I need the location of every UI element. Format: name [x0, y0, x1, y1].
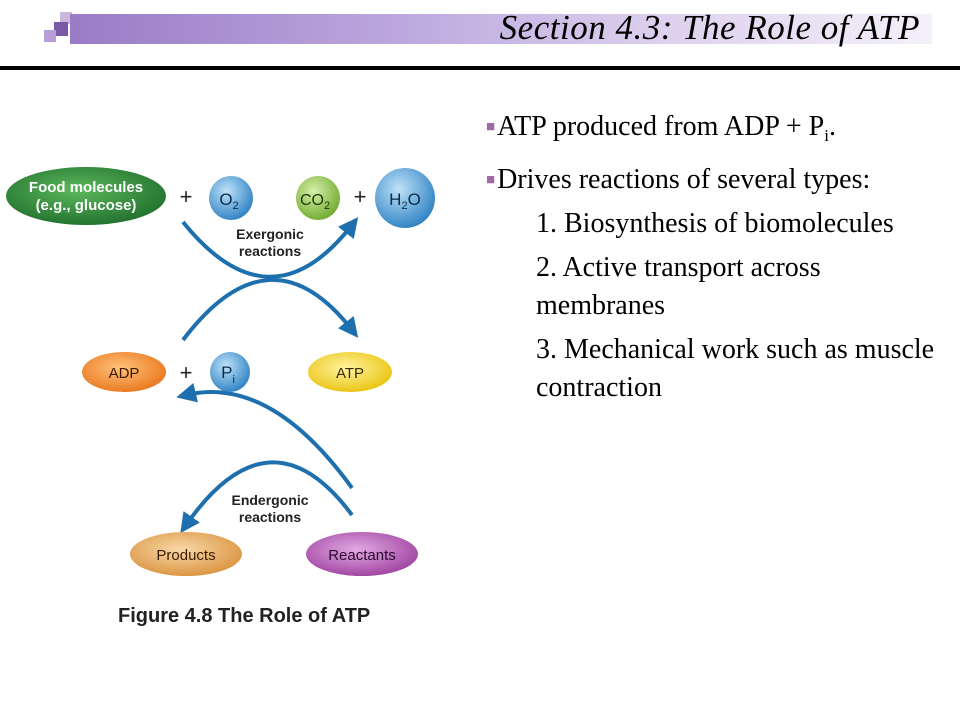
exergonic-arrow-down — [181, 278, 359, 342]
bullet-2-text: Drives reactions of several types: — [497, 164, 871, 195]
products-label: Products — [156, 547, 215, 564]
bullet-1-text: ATP produced from ADP + P — [497, 111, 825, 142]
svg-text:H2O: H2O — [389, 190, 421, 212]
reaction-types-list: 1. Biosynthesis of biomolecules 2. Activ… — [536, 205, 936, 407]
plus-sign-3: + — [180, 360, 193, 385]
atp-oval — [308, 352, 392, 392]
oxygen-circle — [209, 176, 253, 220]
bullet-1-subscript: i — [824, 126, 829, 145]
water-circle — [375, 168, 435, 228]
food-label-line2: (e.g., glucose) — [36, 197, 137, 214]
endergonic-label-line2: reactions — [239, 509, 301, 525]
exergonic-label-line2: reactions — [239, 243, 301, 259]
reaction-type-1: 1. Biosynthesis of biomolecules — [536, 208, 894, 239]
title-band — [70, 14, 932, 44]
bullet-square-icon: ■ — [486, 119, 496, 135]
oxygen-subscript: 2 — [233, 200, 239, 212]
co2-subscript: 2 — [324, 200, 330, 212]
bullet-item-2: ■Drives reactions of several types: — [486, 161, 936, 199]
water-h-label: H — [389, 190, 401, 209]
reactants-label: Reactants — [328, 547, 396, 564]
phosphate-label: P — [221, 363, 232, 382]
reaction-type-3: 3. Mechanical work such as muscle contra… — [536, 334, 935, 403]
reaction-type-2: 2. Active transport across membranes — [536, 252, 821, 321]
phosphate-subscript: i — [232, 374, 234, 386]
title-underline — [0, 66, 960, 70]
svg-text:Pi: Pi — [221, 363, 235, 386]
oxygen-label: O — [219, 190, 232, 209]
adp-label: ADP — [109, 365, 140, 382]
adp-oval — [82, 352, 166, 392]
svg-text:O2: O2 — [219, 190, 238, 212]
slide-title: Section 4.3: The Role of ATP — [499, 8, 920, 47]
exergonic-arrow-top — [181, 217, 359, 279]
water-o-label: O — [408, 190, 421, 209]
food-molecules-oval — [6, 167, 166, 225]
water-subscript: 2 — [401, 200, 407, 212]
endergonic-arrow-up — [176, 382, 354, 490]
endergonic-arrow-bottom — [180, 460, 354, 534]
reactants-oval — [306, 532, 418, 576]
plus-sign-2: + — [354, 184, 367, 209]
carbon-dioxide-circle — [296, 176, 340, 220]
products-oval — [130, 532, 242, 576]
co2-label: CO — [300, 192, 324, 209]
endergonic-label-line1: Endergonic — [231, 492, 308, 508]
food-label-line1: Food molecules — [29, 179, 143, 196]
bullet-item-1: ■ATP produced from ADP + Pi. — [486, 108, 936, 155]
title-decoration-square-3 — [44, 30, 56, 42]
phosphate-circle — [210, 352, 250, 392]
atp-label: ATP — [336, 365, 364, 382]
bullet-list: ■ATP produced from ADP + Pi. ■Drives rea… — [486, 108, 936, 413]
bullet-1-end: . — [828, 111, 836, 142]
exergonic-label-line1: Exergonic — [236, 226, 304, 242]
title-decoration-square-1 — [60, 12, 72, 24]
figure-caption: Figure 4.8 The Role of ATP — [118, 605, 371, 627]
title-decoration-square-2 — [54, 22, 68, 36]
bullet-square-icon: ■ — [486, 172, 496, 188]
svg-text:CO2: CO2 — [300, 192, 330, 212]
plus-sign-1: + — [180, 184, 193, 209]
